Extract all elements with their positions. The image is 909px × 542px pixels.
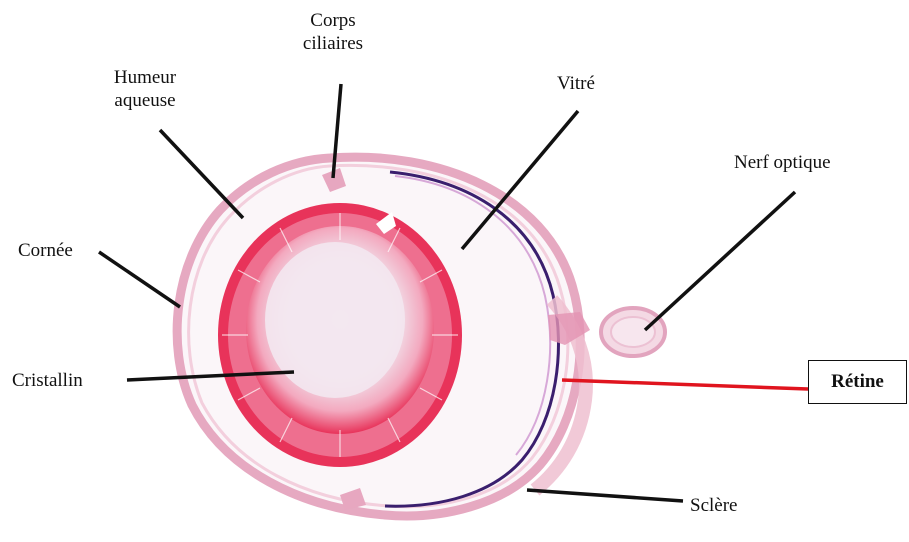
label-retine: Rétine (831, 371, 884, 393)
label-humeur-line1: Humeur (98, 66, 192, 89)
label-cristallin: Cristallin (12, 369, 83, 392)
label-cornee: Cornée (18, 239, 73, 262)
leader-retine (562, 380, 808, 389)
label-nerf-optique: Nerf optique (734, 151, 831, 174)
label-sclere: Sclère (690, 494, 737, 517)
leader-humeur-aqueuse (160, 130, 243, 218)
label-humeur-line2: aqueuse (98, 89, 192, 112)
label-vitre: Vitré (557, 72, 595, 95)
leader-sclere (527, 490, 683, 501)
label-humeur-aqueuse: Humeur aqueuse (98, 66, 192, 112)
leader-nerf-optique (645, 192, 795, 330)
label-corps-ciliaires-line1: Corps (296, 9, 370, 32)
label-retine-box: Rétine (808, 360, 907, 404)
leader-cornee (99, 252, 180, 307)
label-corps-ciliaires-line2: ciliaires (296, 32, 370, 55)
label-corps-ciliaires: Corps ciliaires (296, 9, 370, 55)
